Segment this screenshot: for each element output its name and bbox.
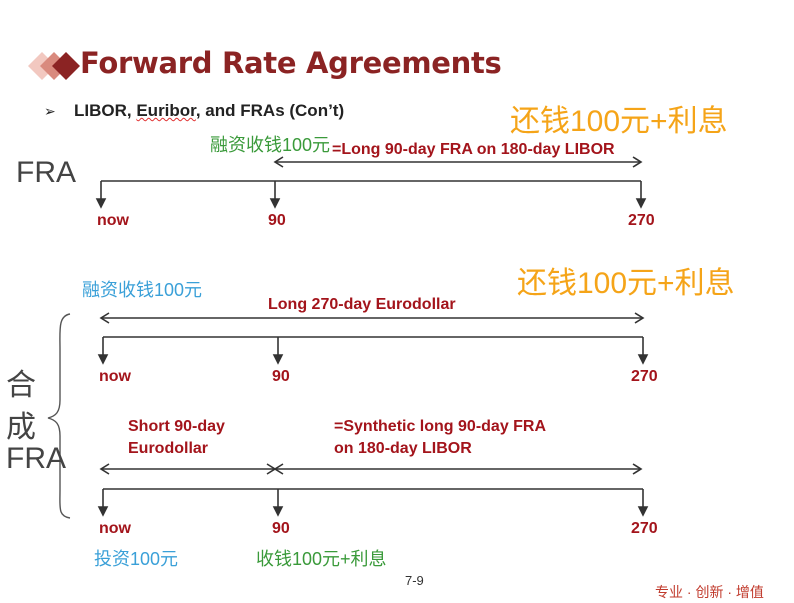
synthetic-top-tick-270: 270 — [631, 368, 658, 385]
fra-financing-note: 融资收钱100元 — [210, 135, 331, 155]
curly-brace — [47, 313, 71, 519]
synthetic-bottom-tick-now: now — [99, 520, 131, 537]
fra-span-arrow — [273, 156, 643, 168]
fra-tick-90: 90 — [268, 212, 286, 229]
slide-title: Forward Rate Agreements — [80, 46, 502, 80]
synthetic-top-tick-now: now — [99, 368, 131, 385]
synthetic-top-timeline — [97, 336, 649, 365]
slide-subtitle: LIBOR, Euribor, and FRAs (Con’t) — [74, 101, 344, 121]
page-number: 7-9 — [405, 573, 424, 588]
synthetic-financing-note: 融资收钱100元 — [82, 280, 203, 300]
fra-label: FRA — [16, 156, 76, 189]
fra-timeline — [95, 180, 647, 209]
synthetic-repay-note: 还钱100元+利息 — [517, 267, 735, 300]
subtitle-part-1: LIBOR, — [74, 101, 137, 120]
subtitle-part-2: , and FRAs (Con’t) — [195, 101, 345, 120]
footer-tag: 专业 · 创新 · 增值 — [655, 584, 764, 600]
short-and-synthetic-span-arrows — [99, 463, 643, 475]
synthetic-bottom-tick-90: 90 — [272, 520, 290, 537]
synthetic-bottom-timeline — [97, 488, 649, 517]
synthetic-fra-label-line-1: =Synthetic long 90-day FRA — [334, 418, 547, 435]
invest-note: 投资100元 — [94, 549, 179, 569]
diamond-bullet-icon — [28, 52, 80, 80]
short-90-label-line-1: Short 90-day — [128, 418, 225, 435]
synthetic-fra-label-line-2: on 180-day LIBOR — [334, 440, 472, 457]
synthetic-label-line-3: FRA — [6, 442, 66, 475]
long-270-label: Long 270-day Eurodollar — [268, 296, 456, 313]
bullet-arrow-icon: ➢ — [44, 104, 56, 120]
fra-tick-270: 270 — [628, 212, 655, 229]
fra-repay-note: 还钱100元+利息 — [510, 105, 728, 138]
synthetic-top-tick-90: 90 — [272, 368, 290, 385]
subtitle-euribor: Euribor — [136, 101, 196, 120]
fra-tick-now: now — [97, 212, 129, 229]
collect-note: 收钱100元+利息 — [256, 549, 387, 569]
synthetic-label-line-2: 成 — [6, 411, 36, 444]
synthetic-bottom-tick-270: 270 — [631, 520, 658, 537]
synthetic-label-line-1: 合 — [6, 369, 36, 402]
fra-span-label: =Long 90-day FRA on 180-day LIBOR — [332, 141, 615, 158]
long-270-span-arrow — [99, 312, 645, 324]
short-90-label-line-2: Eurodollar — [128, 440, 209, 457]
